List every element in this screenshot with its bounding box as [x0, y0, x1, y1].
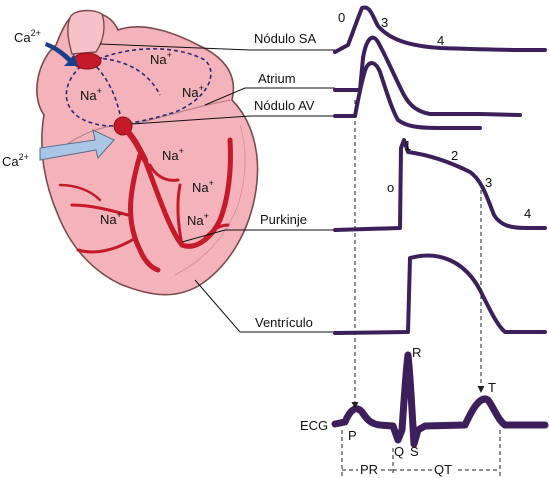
atrium-action-potential: [333, 35, 522, 117]
left-bundle-branch: [142, 137, 233, 249]
bachmann-bundle: [95, 57, 161, 96]
ecg-label-r: R: [412, 345, 421, 360]
purkinje-fiber-6: [58, 183, 102, 202]
ion-na-3: Na+: [182, 83, 204, 100]
purkinje-fiber-2: [76, 238, 134, 254]
phase-pk-0: o: [387, 180, 394, 195]
calcium-arrow-lower: [39, 129, 115, 161]
ventricle-action-potential: [333, 253, 547, 335]
phase-sa-4: 4: [437, 33, 444, 48]
purkinje-fiber-4: [203, 223, 230, 240]
ion-na-5: Na+: [192, 178, 214, 195]
ion-ca-lower: Ca2+: [2, 152, 29, 169]
action-potentials: [331, 5, 549, 448]
av-node-action-potential: [333, 61, 482, 130]
ecg-label-s: S: [410, 444, 419, 459]
interval-pr-label: PR: [360, 462, 378, 477]
ecg-wave-labels: P Q R S T: [348, 345, 496, 459]
phase-pk-2: 2: [451, 148, 458, 163]
leader-sa: [99, 43, 335, 51]
intervals: PR QT: [342, 462, 500, 477]
sa-node-action-potential: [333, 5, 547, 54]
label-ecg: ECG: [300, 418, 328, 433]
structure-labels: Nódulo SA Atrium Nódulo AV Purkinje Vent…: [99, 31, 335, 433]
ecg-label-q: Q: [394, 444, 404, 459]
ion-ca-upper: Ca2+: [14, 28, 41, 45]
heart-body: [36, 11, 259, 296]
conduction-system: [58, 52, 233, 273]
ion-na-4: Na+: [162, 146, 184, 163]
bundle-of-his: [125, 129, 148, 163]
interval-qt-label: QT: [434, 462, 452, 477]
leader-av: [131, 115, 335, 125]
purkinje-fiber-5: [148, 163, 180, 182]
ion-na-6: Na+: [100, 210, 122, 227]
internodal-pathway-anterior: [91, 48, 212, 126]
sa-node: [72, 52, 102, 70]
timing-guides: [341, 100, 501, 476]
purkinje-fiber-3: [176, 183, 184, 247]
ion-na-2: Na+: [80, 86, 102, 103]
label-nodulo-sa: Nódulo SA: [254, 31, 316, 46]
purkinje-action-potential: [333, 138, 547, 232]
phase-pk-3: 3: [485, 175, 492, 190]
phase-sa-0: 0: [338, 10, 345, 25]
ecg-label-p: P: [348, 428, 357, 443]
label-atrium: Atrium: [258, 71, 296, 86]
phase-labels: 0 3 4 o 1 2 3 4: [338, 10, 531, 221]
label-nodulo-av: Nódulo AV: [254, 98, 315, 113]
purkinje-fiber-1: [70, 203, 130, 217]
arrow-light-icon: [39, 129, 115, 161]
label-ventriculo: Ventrículo: [255, 315, 313, 330]
ecg-label-t: T: [488, 380, 496, 395]
phase-pk-1: 1: [404, 138, 411, 153]
ecg-trace: [331, 351, 549, 448]
superior-vessel: [67, 9, 105, 55]
ion-na-1: Na+: [150, 50, 172, 67]
arrow-dark-icon: [45, 42, 78, 66]
calcium-arrow-upper: [45, 42, 78, 66]
leader-atrium: [204, 87, 335, 106]
leader-ventriculo: [194, 279, 335, 333]
ion-na-7: Na+: [187, 211, 209, 228]
label-purkinje: Purkinje: [260, 212, 307, 227]
leader-purkinje: [181, 229, 335, 243]
right-bundle-branch: [128, 152, 161, 273]
heart: Ca2+ Ca2+ Na+ Na+ Na+ Na+ Na+ Na+ Na+: [2, 9, 259, 296]
phase-sa-3: 3: [381, 15, 388, 30]
internodal-pathway-posterior: [65, 61, 123, 127]
phase-pk-4: 4: [524, 206, 531, 221]
heart-shading: [174, 124, 246, 276]
